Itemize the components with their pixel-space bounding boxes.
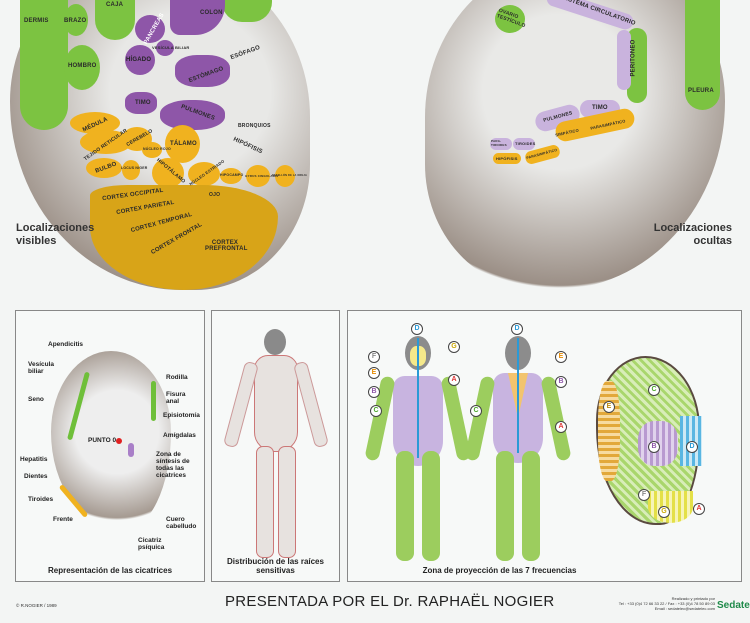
footer-credits: Realizado y printado por Tel : +33 (0)4 … (615, 596, 715, 611)
left-ear-title: Localizaciones visibles (16, 222, 95, 247)
label-talamo: TÁLAMO (170, 141, 197, 147)
marker-d-front: D (411, 323, 423, 335)
panel-scars-caption: Representación de las cicatrices (47, 566, 173, 575)
marker-d-ear: D (686, 441, 698, 453)
copyright: © R.NOGIER / 1989 (16, 603, 57, 608)
panel-roots-caption: Distribución de las raíces sensitivas (227, 557, 324, 575)
panel-scars: Apendicitis Vesícula biliar Seno Hepatit… (15, 310, 205, 582)
marker-b-back: B (555, 376, 567, 388)
label-cortex-prefrontal: CORTEX PREFRONTAL (205, 240, 248, 252)
marker-c-front: C (370, 405, 382, 417)
marker-c-ear: C (648, 384, 660, 396)
label-peritoneo: PERITONEO (630, 39, 637, 77)
marker-e-ear: E (603, 401, 615, 413)
marker-f-ear: F (638, 489, 650, 501)
label-pleura: PLEURA (688, 88, 714, 94)
label-hipocampo: HIPOCAMPO (220, 173, 244, 177)
label-nucleo-rojo: NÚCLEO ROJO (143, 147, 171, 151)
panel-frequencies-caption: Zona de proyección de las 7 frecuencias (422, 566, 577, 575)
marker-a-back: A (555, 421, 567, 433)
marker-f: F (368, 351, 380, 363)
credit-line-1: Realizado y printado por (671, 596, 715, 601)
marker-e-front: E (368, 367, 380, 379)
marker-a-front: A (448, 374, 460, 386)
marker-c-back: C (470, 405, 482, 417)
marker-g: G (448, 341, 460, 353)
label-vesicula-biliar: Vesícula biliar (28, 361, 55, 375)
label-dermis: DERMIS (24, 18, 49, 24)
marker-b-ear: B (648, 441, 660, 453)
label-caja: CAJA (106, 2, 124, 8)
credit-line-3: Email : sedatelec@sedatelec.com (654, 606, 715, 611)
label-timo-r: TIMO (592, 105, 608, 111)
label-seno: Seno (28, 396, 44, 403)
label-rodilla: Rodilla (166, 374, 188, 381)
label-pabellon: PABELLÓN DE LA OREJA (272, 174, 307, 177)
marker-b-front: B (368, 386, 380, 398)
label-hipofisis-r: HIPÓFISIS (496, 156, 518, 161)
label-vesicula: VESÍCULA BILIAR (152, 45, 190, 50)
label-hepatitis: Hepatitis (20, 456, 48, 463)
label-gyrus: GYRUS CINGULARIS (245, 174, 279, 178)
label-fisura-anal: Fisura anal (166, 391, 186, 405)
footer-title: PRESENTADA POR EL Dr. RAPHAËL NOGIER (225, 593, 555, 610)
label-tiroides-p: Tiroides (28, 496, 54, 503)
label-frente: Frente (53, 516, 73, 523)
label-cuero-cabelludo: Cuero cabelludo (166, 516, 197, 530)
marker-d-back: D (511, 323, 523, 335)
label-zona-sintesis: Zona de síntesis de todas las cicatrices (156, 451, 190, 479)
marker-e-back: E (555, 351, 567, 363)
label-paratiroides: PARA-TIROIDES (491, 139, 507, 147)
panel-frequencies: D G F E A B C D E B C A E C B D F G A Zo… (347, 310, 742, 582)
panel-roots: Distribución de las raíces sensitivas (211, 310, 340, 582)
credit-line-2: Tel : +33 (0)4 72 66 33 22 / Fax : +33 (… (618, 601, 715, 606)
label-apendicitis: Apendicitis (48, 341, 84, 348)
label-cicatriz-psiquica: Cicatriz psíquica (138, 537, 165, 551)
label-timo: TIMO (135, 100, 151, 106)
label-colon: COLON (200, 10, 223, 16)
label-bronquios: BRONQUIOS (238, 123, 271, 129)
right-ear-title: Localizaciones ocultas (653, 222, 732, 247)
label-episiotomia: Episiotomía (163, 412, 200, 419)
label-dientes: Dientes (24, 473, 48, 480)
label-punto-0: PUNTO 0 (88, 437, 117, 444)
label-tiroides: TIROIDES (515, 141, 536, 146)
marker-a-ear: A (693, 503, 705, 515)
marker-g-ear: G (658, 506, 670, 518)
label-ojo: OJO (209, 192, 221, 198)
label-brazo: BRAZO (64, 18, 87, 24)
label-hombro: HOMBRO (68, 63, 97, 69)
label-locus: LOCUS NIGER (121, 166, 148, 170)
sedatelec-logo: Sedatelec (717, 600, 750, 611)
label-higado: HÍGADO (126, 57, 152, 63)
label-amigdalas: Amígdalas (163, 432, 196, 439)
